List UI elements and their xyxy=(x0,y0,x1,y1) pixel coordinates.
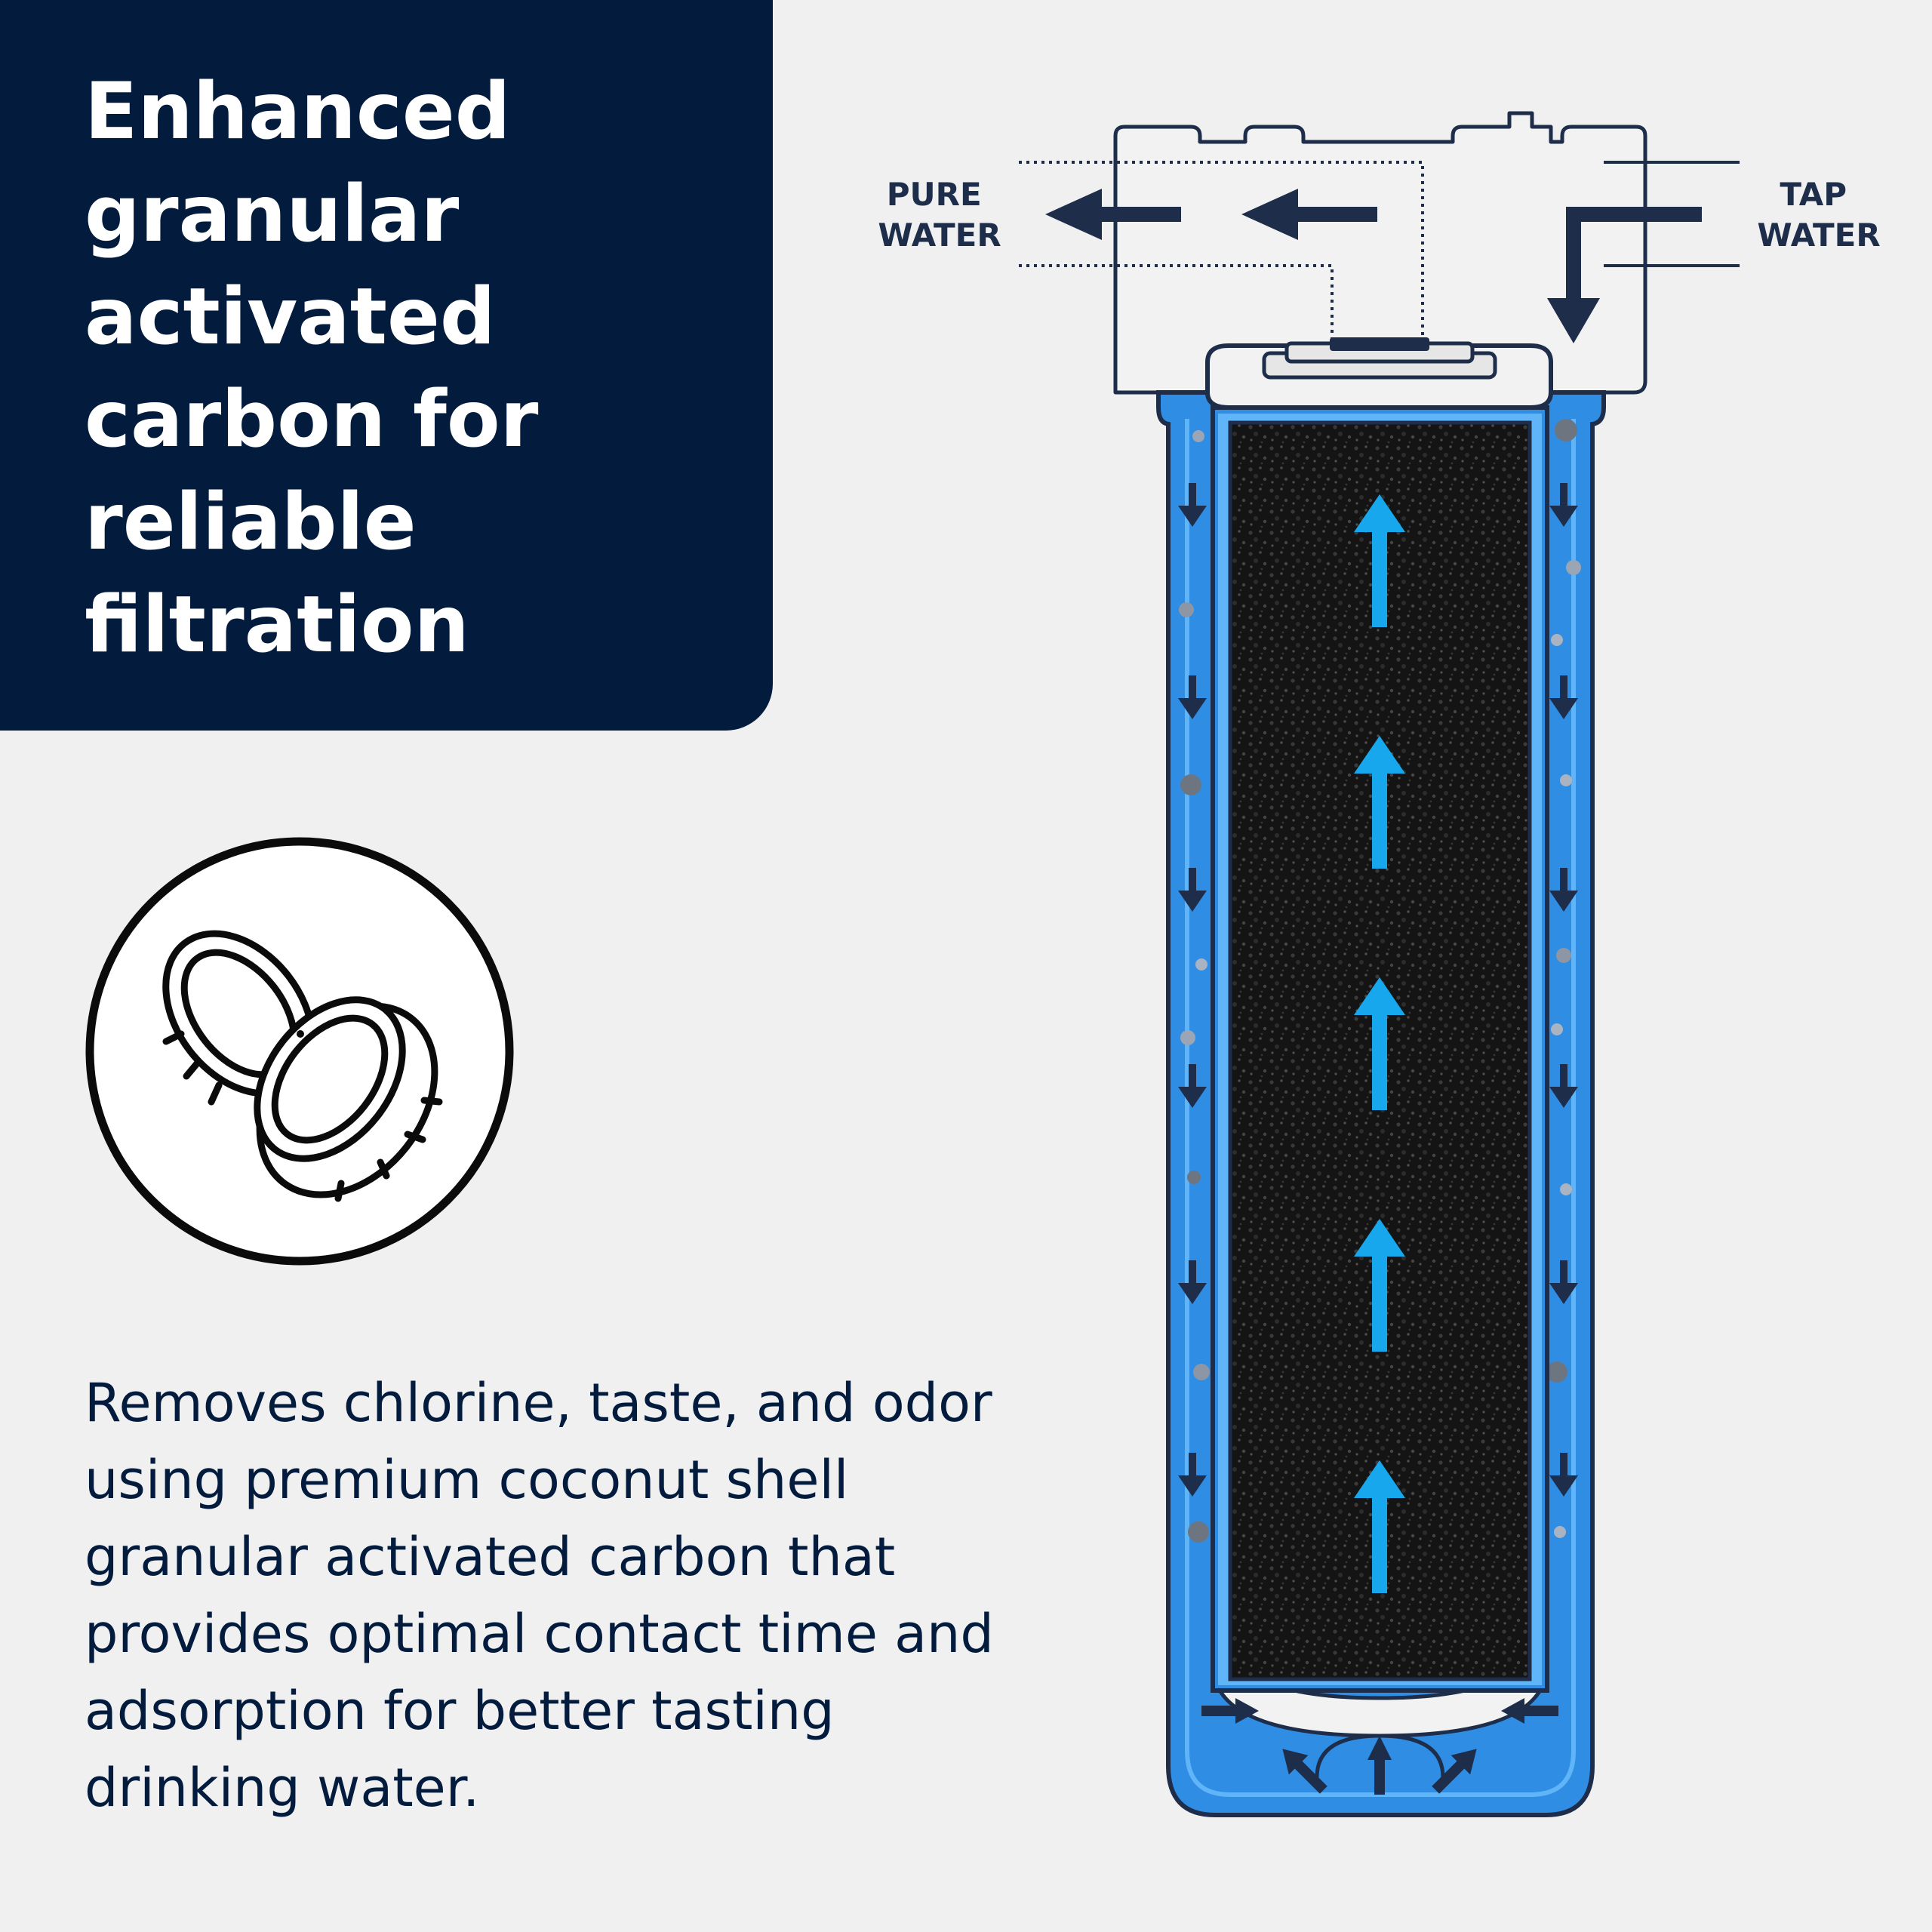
outlet-label-line: PURE xyxy=(887,176,982,213)
arrow-up-icon xyxy=(1354,1460,1405,1593)
arrow-down-icon xyxy=(1549,868,1578,912)
headline-panel: Enhanced granular activated carbon for r… xyxy=(0,0,773,731)
outlet-arrow xyxy=(1241,189,1377,240)
inlet-arrow xyxy=(1547,207,1702,343)
arrow-down-icon xyxy=(1549,483,1578,527)
inlet-label-line: WATER xyxy=(1757,217,1880,254)
headline-line: activated xyxy=(85,272,496,362)
headline-line: reliable xyxy=(85,477,417,568)
coconut-icon xyxy=(162,930,443,1202)
bottom-intake xyxy=(1201,1698,1558,1795)
headline-line: carbon for xyxy=(85,374,539,465)
water-bubbles xyxy=(1179,419,1581,1543)
arrow-down-icon xyxy=(1178,675,1207,719)
upflow-arrows xyxy=(1354,494,1405,1593)
arrow-down-icon xyxy=(1178,483,1207,527)
inlet-label-line: TAP xyxy=(1780,176,1847,213)
headline: Enhanced granular activated carbon for r… xyxy=(85,60,749,676)
coconut-badge xyxy=(85,837,514,1266)
headline-line: Enhanced xyxy=(85,66,511,157)
headline-line: filtration xyxy=(85,580,469,670)
arrow-down-icon xyxy=(1549,1453,1578,1497)
inlet-label: TAP WATER xyxy=(1757,176,1880,254)
inflow-arrows xyxy=(1178,483,1578,1497)
filter-diagram: PURE WATER TAP WATER xyxy=(878,111,1881,1817)
arrow-down-icon xyxy=(1178,1064,1207,1108)
outlet-arrow xyxy=(1045,189,1181,240)
filter-head xyxy=(1113,111,1647,395)
arrow-down-icon xyxy=(1178,1260,1207,1304)
arrow-down-icon xyxy=(1178,868,1207,912)
headline-line: granular xyxy=(85,169,460,260)
arrow-down-icon xyxy=(1549,675,1578,719)
filter-cartridge xyxy=(1205,337,1553,1738)
arrow-up-icon xyxy=(1354,977,1405,1110)
arrow-down-icon xyxy=(1549,1260,1578,1304)
arrow-down-icon xyxy=(1549,1064,1578,1108)
arrow-down-icon xyxy=(1178,1453,1207,1497)
body-copy: Removes chlorine, taste, and odor using … xyxy=(85,1372,994,1819)
arrow-up-icon xyxy=(1354,736,1405,869)
arrow-up-icon xyxy=(1354,494,1405,627)
outlet-label: PURE WATER xyxy=(878,176,1001,254)
pipe-lines xyxy=(1019,161,1740,340)
outlet-label-line: WATER xyxy=(878,217,1001,254)
arrow-up-icon xyxy=(1354,1219,1405,1352)
